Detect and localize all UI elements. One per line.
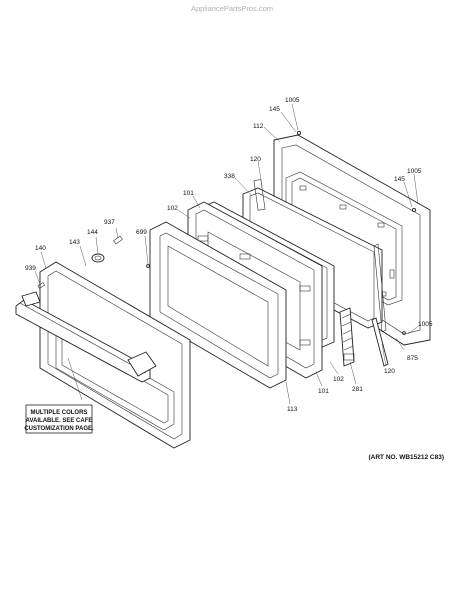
callout-281: 281: [352, 386, 363, 393]
note-line-3: CUSTOMIZATION PAGE.: [24, 426, 94, 432]
callout-145: 145: [269, 106, 280, 113]
art-number: (ART NO. WB15212 C83): [369, 454, 445, 461]
callout-113: 113: [287, 406, 298, 413]
color-note-box: MULTIPLE COLORS AVAILABLE. SEE CAFE CUST…: [24, 404, 94, 434]
callout-144: 144: [87, 229, 98, 236]
callout-145: 145: [394, 176, 405, 183]
callout-112: 112: [253, 123, 264, 130]
callout-875: 875: [407, 355, 418, 362]
hinge-281: [339, 307, 355, 367]
callout-102: 102: [167, 205, 178, 212]
callout-1005: 1005: [418, 321, 433, 328]
callout-140: 140: [35, 245, 46, 252]
callout-939: 939: [25, 265, 36, 272]
callout-102: 102: [333, 376, 344, 383]
callout-937: 937: [104, 219, 115, 226]
callout-143: 143: [69, 239, 80, 246]
watermark: AppliancePartsPros.com: [191, 4, 273, 13]
callout-labels: 1005 145 112 120 338 1005 145 101 102 93…: [25, 97, 433, 413]
callout-101: 101: [183, 190, 194, 197]
leader-lines: [34, 103, 422, 405]
callout-120: 120: [384, 368, 395, 375]
callout-101: 101: [318, 388, 329, 395]
note-line-1: MULTIPLE COLORS: [31, 410, 88, 416]
callout-1005: 1005: [285, 97, 300, 104]
callout-120: 120: [250, 156, 261, 163]
callout-699: 699: [136, 229, 147, 236]
note-line-2: AVAILABLE. SEE CAFE: [26, 418, 93, 424]
callout-338: 338: [224, 173, 235, 180]
callout-1005: 1005: [407, 168, 422, 175]
outer-door-panel-140: [15, 235, 191, 449]
